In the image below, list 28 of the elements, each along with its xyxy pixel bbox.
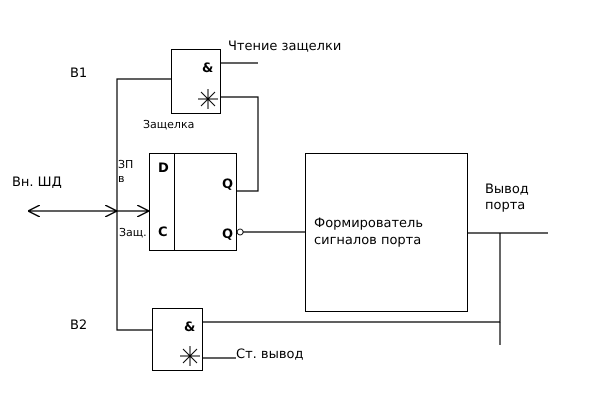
pin-label: C [158,226,168,239]
signal-label: Вывод порта [485,182,530,214]
logic-gate-box [171,49,221,114]
pin-label: D [158,162,169,175]
box-label: Формирователь сигналов порта [313,216,424,249]
logic-gate-box [152,308,203,371]
wire [116,78,171,331]
signal-label: Вн. ШД [12,176,74,196]
wire [221,96,259,192]
signal-label: ЗП в [118,158,134,186]
wire [203,233,501,323]
flip-flop-box [149,153,237,251]
bidirectional-arrow [28,205,149,217]
signal-label: Защелка [143,118,196,132]
signal-label: Ст. вывод [236,348,326,368]
gate-symbol: & [184,321,196,334]
pin-label: Q [222,228,234,241]
wire [203,357,236,359]
wire [236,228,305,236]
signal-label: В1 [70,66,88,82]
process-box [305,153,468,312]
pin-label: Q [222,178,234,191]
wire [221,62,258,64]
gate-symbol: & [202,62,214,75]
wire [468,232,548,234]
signal-label: Чтение защелки [228,40,358,63]
signal-label: В2 [70,318,88,334]
signal-label: Защ. [119,226,148,240]
